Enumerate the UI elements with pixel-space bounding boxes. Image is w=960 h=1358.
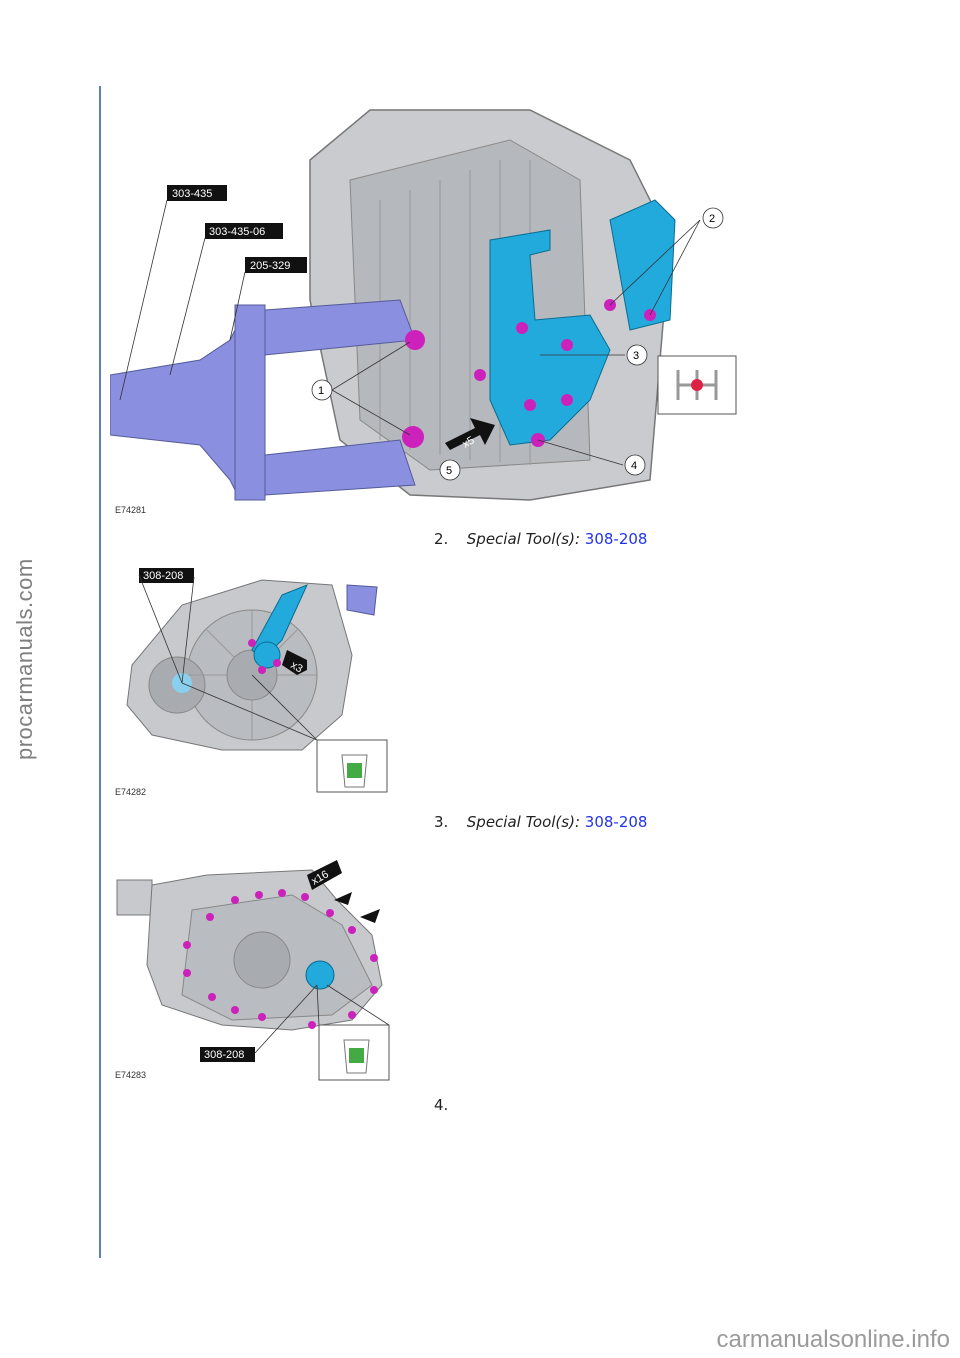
step-label: Special Tool(s): — [466, 530, 580, 548]
figure-1: x5 303-435 303-435-06 205-329 1 2 3 4 5 — [110, 100, 740, 520]
multiplier-label: x3 — [289, 659, 305, 675]
callout-number: 5 — [446, 465, 452, 477]
footer-watermark: carmanualsonline.info — [716, 1326, 950, 1353]
step-2: 2. Special Tool(s): 308-208 — [434, 530, 647, 548]
special-tool-link[interactable]: 308-208 — [584, 813, 648, 831]
left-margin-rule — [99, 86, 101, 1258]
tool-tag: 308-208 — [143, 570, 183, 582]
step-4: 4. — [434, 1096, 462, 1114]
step-number: 4. — [434, 1096, 449, 1114]
tool-tag: 303-435 — [172, 188, 212, 200]
figure-2-illustration: x3 308-208 — [126, 568, 388, 793]
recycle-bin-icon — [341, 754, 368, 788]
figure-code: E74283 — [115, 1070, 147, 1080]
special-tool-link[interactable]: 308-208 — [584, 530, 648, 548]
sidebar-watermark: procarmanuals.com — [12, 558, 37, 760]
figure-1-illustration: x5 303-435 303-435-06 205-329 1 2 3 4 5 — [110, 109, 737, 501]
figure-2: x3 308-208 — [112, 565, 392, 795]
step-3: 3. Special Tool(s): 308-208 — [434, 813, 647, 831]
figure-code: E74282 — [115, 787, 147, 797]
step-number: 2. — [434, 530, 449, 548]
callout-number: 2 — [709, 213, 715, 225]
callout-number: 3 — [633, 350, 639, 362]
step-label: Special Tool(s): — [466, 813, 580, 831]
shift-pattern-icon — [676, 370, 718, 400]
step-number: 3. — [434, 813, 449, 831]
tool-tag: 303-435-06 — [209, 226, 265, 238]
tool-tag: 308-208 — [204, 1049, 244, 1061]
figure-code: E74281 — [115, 505, 147, 515]
multiplier-label: x5 — [461, 434, 477, 450]
figure-3: x16 308-208 — [112, 855, 397, 1085]
callout-number: 4 — [631, 460, 637, 472]
tool-tag: 205-329 — [250, 260, 290, 272]
callout-number: 1 — [318, 385, 324, 397]
figure-3-illustration: x16 308-208 — [116, 860, 390, 1081]
recycle-bin-icon — [343, 1039, 370, 1074]
